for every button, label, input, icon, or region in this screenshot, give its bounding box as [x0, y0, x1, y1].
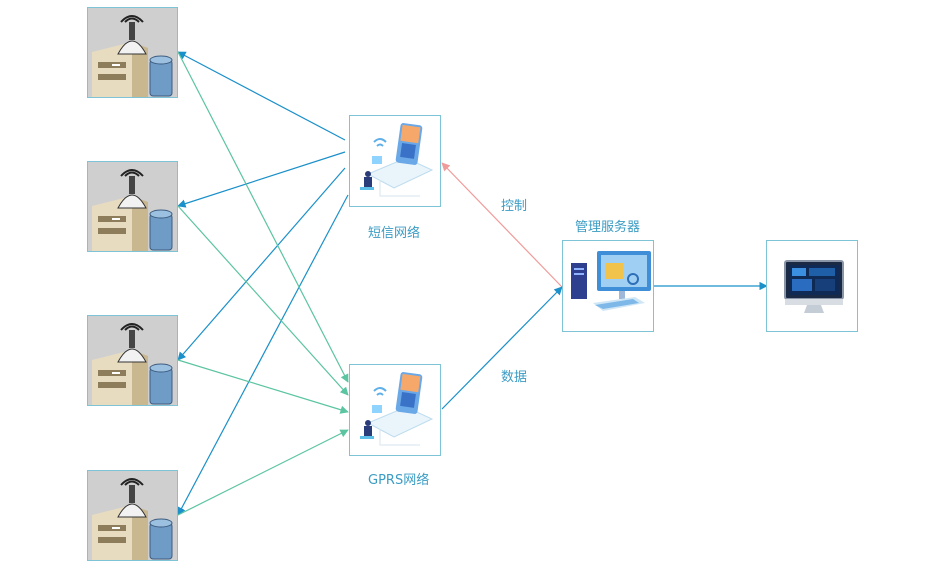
sms-to-station-2-link — [177, 151, 346, 208]
control-link — [441, 162, 563, 288]
control-edge-label: 控制 — [501, 199, 528, 214]
radio-station-icon — [88, 162, 177, 251]
display-terminal-node — [766, 240, 858, 332]
sms-network-node — [349, 115, 441, 207]
station-4-to-gprs-link — [177, 429, 349, 516]
server-label: 管理服务器 — [575, 220, 641, 235]
sms-to-station-4-link — [177, 194, 349, 516]
station-node-2 — [87, 161, 178, 252]
gprs-network-node — [349, 364, 441, 456]
monitor-dashboard-icon — [784, 260, 844, 313]
data-link — [441, 286, 563, 410]
data-edge-label: 数据 — [501, 370, 528, 385]
station-node-1 — [87, 7, 178, 98]
station-3-to-gprs-link — [177, 359, 349, 414]
server-workstation-icon — [571, 251, 651, 311]
radio-station-icon — [88, 316, 177, 405]
station-2-to-gprs-link — [177, 205, 349, 396]
phone-network-icon — [360, 123, 434, 197]
sms-to-station-3-link — [177, 167, 346, 361]
management-server-node — [562, 240, 654, 332]
sms-to-station-1-link — [177, 51, 346, 141]
sms-network-label: 短信网络 — [368, 226, 421, 241]
phone-network-icon — [360, 372, 434, 446]
station-1-to-gprs-link — [177, 51, 349, 383]
gprs-network-label: GPRS网络 — [368, 473, 430, 488]
radio-station-icon — [88, 8, 177, 97]
station-node-3 — [87, 315, 178, 406]
station-node-4 — [87, 470, 178, 561]
radio-station-icon — [88, 471, 177, 560]
